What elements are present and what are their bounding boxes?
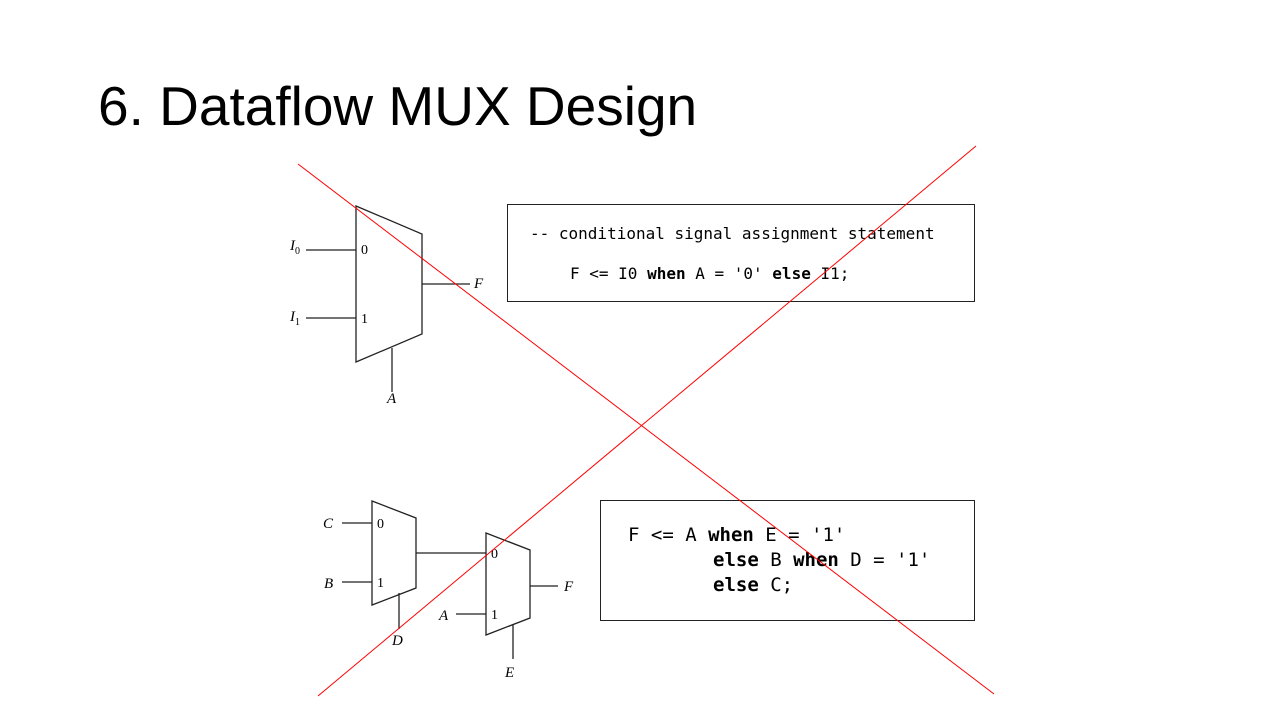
mux2-second bbox=[456, 532, 558, 659]
code2-line1-keyword-when: when bbox=[708, 524, 754, 546]
mux2-second-port0-label: 0 bbox=[491, 547, 498, 562]
code2-line2-part2: D = '1' bbox=[838, 549, 931, 571]
mux2-second-output-label: F bbox=[563, 579, 574, 595]
mux2-second-input1-label: A bbox=[438, 608, 449, 624]
code1-keyword-else: else bbox=[772, 264, 811, 283]
mux2-first-input0-label: C bbox=[323, 516, 334, 532]
mux2-second-select-label: E bbox=[504, 665, 514, 681]
code2-line1: F <= A when E = '1' bbox=[628, 524, 845, 546]
mux2-first-port0-label: 0 bbox=[377, 517, 384, 532]
mux1-input0-label: I0 bbox=[289, 238, 300, 257]
code1-statement: F <= I0 when A = '0' else I1; bbox=[570, 264, 849, 283]
mux1-output-label: F bbox=[473, 276, 484, 292]
code1-part2: A = '0' bbox=[685, 264, 773, 283]
code2-line2-keyword-else: else bbox=[713, 549, 759, 571]
mux1-input1-label: I1 bbox=[289, 309, 300, 328]
code2-line2-keyword-when: when bbox=[793, 549, 839, 571]
code2-line3: else C; bbox=[713, 574, 793, 596]
slide-title: 6. Dataflow MUX Design bbox=[98, 75, 698, 137]
mux1 bbox=[306, 205, 470, 392]
code1-comment: -- conditional signal assignment stateme… bbox=[530, 224, 935, 243]
mux1-port0-label: 0 bbox=[361, 243, 368, 258]
mux1-select-label: A bbox=[386, 391, 397, 407]
mux2-first-port1-label: 1 bbox=[377, 576, 384, 591]
code2-line2: else B when D = '1' bbox=[713, 549, 930, 571]
code-box-cascaded: F <= A when E = '1' else B when D = '1' … bbox=[600, 500, 975, 621]
mux1-body bbox=[355, 205, 423, 363]
code1-part3: I1; bbox=[810, 264, 850, 283]
code-box-conditional: -- conditional signal assignment stateme… bbox=[507, 204, 975, 302]
mux2-first-input1-label: B bbox=[324, 576, 333, 592]
code2-line3-keyword-else: else bbox=[713, 574, 759, 596]
mux2-first bbox=[342, 500, 486, 629]
mux2-first-select-label: D bbox=[391, 633, 403, 649]
code1-part1: F <= I0 bbox=[570, 264, 648, 283]
code2-line1-part1: F <= A bbox=[628, 524, 709, 546]
code2-line3-part1: C; bbox=[758, 574, 794, 596]
code2-line2-part1: B bbox=[758, 549, 794, 571]
mux2-second-port1-label: 1 bbox=[491, 608, 498, 623]
code2-line1-part2: E = '1' bbox=[753, 524, 846, 546]
code1-keyword-when: when bbox=[647, 264, 686, 283]
mux1-port1-label: 1 bbox=[361, 312, 368, 327]
